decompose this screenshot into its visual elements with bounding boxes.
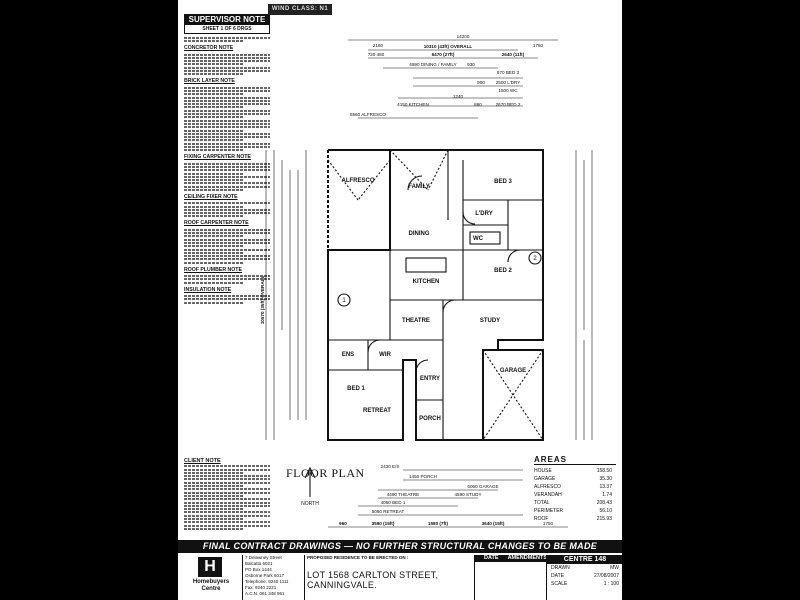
concretor-note: CONCRETOR NOTE	[184, 45, 270, 76]
areas-title: AREAS	[534, 455, 616, 465]
dim-overall-top: 14200	[457, 34, 470, 39]
floor-plan-drawing: ALFRESCO FAMILY DINING KITCHEN BED 3 L'D…	[260, 34, 593, 528]
room-theatre: THEATRE	[402, 318, 430, 324]
dim-top-left: 720 480	[368, 52, 385, 57]
property-details: PROPOSED RESIDENCE TO BE ERECTED ON : LO…	[304, 555, 475, 600]
dim-860: 860	[474, 102, 482, 107]
dim-left-overall: 10570 (35ft) OVERALL	[260, 276, 265, 325]
dim-alfresco: 5560 ALFRESCO	[350, 112, 386, 117]
room-wc: WC	[473, 236, 484, 242]
floor-plan-title: FLOOR PLAN	[286, 466, 365, 480]
sheet-count: SHEET 1 OF 6 DRGS	[184, 25, 270, 34]
dim-930: 930	[467, 62, 475, 67]
rev-amendments-header: AMENDMENTS	[507, 555, 547, 561]
room-bed3: BED 3	[494, 179, 512, 185]
dim-dining-family-row: 4990 DINING / FAMILY	[409, 62, 456, 67]
company-address: 7 Delawney Street Balcatta 6021 PO Box 1…	[242, 555, 303, 600]
lot-address: LOT 1568 CARLTON STREET,	[307, 570, 439, 580]
dim-bottom-row-4: 1750	[543, 521, 554, 526]
roof-carpenter-note: ROOF CARPENTER NOTE	[184, 220, 270, 264]
room-alfresco: ALFRESCO	[342, 178, 375, 184]
room-garage: GARAGE	[500, 368, 526, 374]
final-contract-banner: FINAL CONTRACT DRAWINGS — NO FURTHER STR…	[178, 540, 622, 553]
grid-marker-1: 1	[342, 298, 346, 304]
wind-class-banner: WIND CLASS: N1	[268, 4, 332, 15]
room-ens: ENS	[342, 352, 354, 358]
abn: A.C.N. 061 348 951	[245, 591, 285, 596]
supervisor-note-title: SUPERVISOR NOTE	[184, 14, 270, 25]
dim-1240: 1240	[453, 94, 464, 99]
dim-2160: 2160	[373, 43, 384, 48]
insulation-note: INSULATION NOTE	[184, 287, 270, 304]
room-family: FAMILY	[408, 184, 429, 190]
client-note-title: CLIENT NOTE	[184, 458, 221, 464]
room-study: STUDY	[480, 318, 500, 324]
room-porch: PORCH	[419, 416, 441, 422]
room-bed2: BED 2	[494, 268, 512, 274]
room-retreat: RETREAT	[363, 408, 391, 414]
title-block: FINAL CONTRACT DRAWINGS — NO FURTHER STR…	[178, 540, 622, 600]
dim-bottom-theatre: 4490 THEATRE	[387, 492, 420, 497]
suburb: CANNINGVALE.	[307, 580, 377, 590]
brick-layer-note: BRICK LAYER NOTE	[184, 78, 270, 152]
dim-kitchen: 4150 KITCHEN	[397, 102, 429, 107]
room-entry: ENTRY	[420, 376, 440, 382]
fixing-carpenter-note: FIXING CARPENTER NOTE	[184, 154, 270, 191]
dim-bottom-garage: 6060 GARAGE	[467, 484, 498, 489]
supervisor-notes: SUPERVISOR NOTE SHEET 1 OF 6 DRGS CONCRE…	[184, 14, 270, 305]
dim-bottom-row-2: 1580 (7ft)	[428, 521, 449, 526]
room-ldry: L'DRY	[475, 211, 493, 217]
room-wir: WIR	[379, 352, 391, 358]
revision-table: DATE AMENDMENTS	[474, 555, 547, 600]
dim-right-top: 2640 (11ft)	[502, 52, 525, 57]
roof-plumber-note: ROOF PLUMBER NOTE	[184, 267, 270, 284]
dim-dining-family: 6470 (27ft)	[432, 52, 455, 57]
company-logo: H Homebuyers Centre	[184, 555, 238, 600]
dim-bottom-bed1: 2430 E/S	[381, 464, 400, 469]
dim-bottom-study: 4590 STUDY	[454, 492, 481, 497]
dim-1750: 1750	[533, 43, 544, 48]
dim-1500-wc: 1500 WC	[498, 88, 518, 93]
rev-date-header: DATE	[484, 555, 499, 561]
dim-bottom-retreat: 5060 RETREAT	[372, 509, 405, 514]
logo-text: Homebuyers Centre	[192, 579, 230, 592]
dim-2500-ldry: 2500 L'DRY	[496, 80, 521, 85]
dim-overall: 10310 (43ft) OVERALL	[424, 44, 473, 49]
drawing-sheet: SUPERVISOR NOTE SHEET 1 OF 6 DRGS CONCRE…	[178, 0, 622, 600]
dim-900: 900	[477, 80, 485, 85]
logo-letter: H	[198, 557, 222, 577]
dim-870-bed3: 870 BED 3	[497, 70, 520, 75]
dim-bottom-row-1: 3590 (15ft)	[372, 521, 395, 526]
dim-bottom-bed1-2: 4050 BED 1	[381, 500, 406, 505]
dim-bottom-row-3: 3640 (15ft)	[482, 521, 505, 526]
room-dining: DINING	[409, 231, 430, 237]
client-notes: CLIENT NOTE	[184, 458, 270, 531]
room-bed1: BED 1	[347, 386, 365, 392]
dim-bed2: 2670 BED 2	[496, 102, 521, 107]
ceiling-fixer-note: CEILING FIXER NOTE	[184, 194, 270, 218]
dim-bottom-row-0: 960	[339, 521, 347, 526]
centre-number: CENTRE 148	[547, 555, 622, 564]
north-label: NORTH	[301, 501, 319, 507]
room-kitchen: KITCHEN	[413, 279, 440, 285]
dim-bottom-porch: 1450 PORCH	[409, 474, 437, 479]
grid-marker-2: 2	[533, 256, 537, 262]
